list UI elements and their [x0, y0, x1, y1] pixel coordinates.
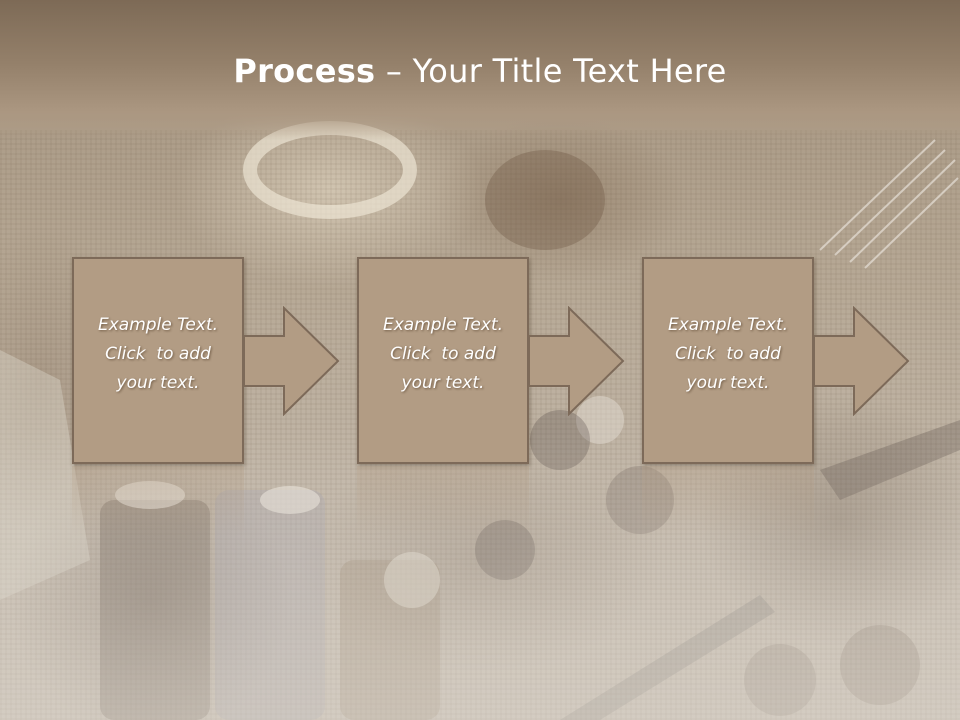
step-3-line-2: Click to add — [675, 344, 781, 364]
step-2-line-2: Click to add — [390, 344, 496, 364]
title-band — [0, 0, 960, 140]
process-arrow-1[interactable] — [244, 306, 340, 416]
process-step-3[interactable]: Example Text. Click to add your text. — [642, 257, 814, 464]
step-3-placeholder-text[interactable]: Example Text. Click to add your text. — [644, 311, 812, 398]
step-2-line-3: your text. — [401, 373, 485, 393]
title-bold-text: Process — [233, 52, 376, 90]
step-3-line-1: Example Text. — [667, 315, 789, 335]
process-arrow-3[interactable] — [814, 306, 910, 416]
step-1-line-1: Example Text. — [97, 315, 219, 335]
step-1-line-2: Click to add — [105, 344, 211, 364]
step-3-reflection — [642, 466, 814, 536]
background-wash — [0, 430, 960, 720]
step-1-placeholder-text[interactable]: Example Text. Click to add your text. — [74, 311, 242, 398]
step-1-reflection — [72, 466, 244, 536]
slide-title[interactable]: Process – Your Title Text Here — [0, 52, 960, 90]
step-2-line-1: Example Text. — [382, 315, 504, 335]
step-1-line-3: your text. — [116, 373, 200, 393]
process-arrow-2[interactable] — [529, 306, 625, 416]
title-rest-text: – Your Title Text Here — [375, 52, 727, 90]
process-step-1[interactable]: Example Text. Click to add your text. — [72, 257, 244, 464]
step-2-reflection — [357, 466, 529, 536]
step-2-placeholder-text[interactable]: Example Text. Click to add your text. — [359, 311, 527, 398]
step-3-line-3: your text. — [686, 373, 770, 393]
process-step-2[interactable]: Example Text. Click to add your text. — [357, 257, 529, 464]
